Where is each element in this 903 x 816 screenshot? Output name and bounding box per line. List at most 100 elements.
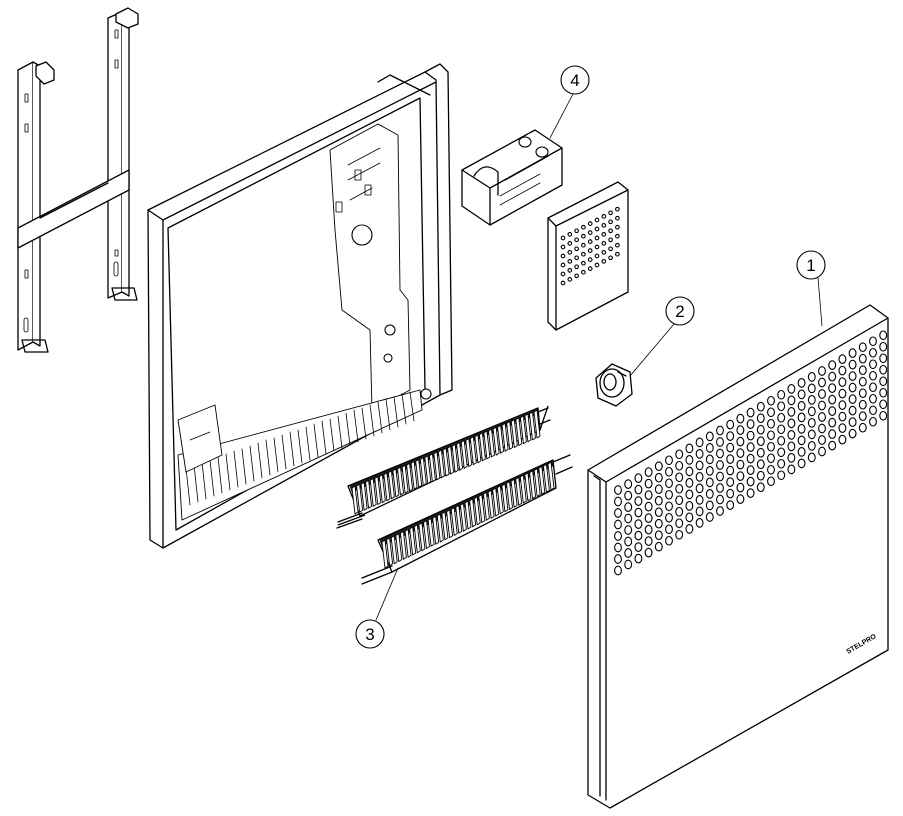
grille-hole	[797, 378, 806, 388]
fin	[465, 438, 473, 467]
grille-hole	[767, 418, 775, 429]
grille-hole	[797, 389, 806, 400]
grille-hole	[807, 406, 816, 417]
grille-hole	[746, 442, 755, 452]
grille-hole	[644, 547, 653, 558]
fin	[492, 426, 500, 456]
grille-hole	[665, 478, 673, 489]
fin	[399, 530, 407, 560]
grille-hole	[746, 407, 755, 418]
grille-hole	[685, 489, 694, 500]
fin	[529, 470, 537, 500]
rack-fins	[185, 391, 415, 506]
grille-hole	[807, 452, 816, 463]
grille-hole	[838, 423, 847, 433]
callout-2-number: 2	[675, 302, 684, 321]
plate-hole	[615, 215, 620, 221]
grille-hole	[705, 443, 714, 453]
grille-hole	[838, 365, 847, 376]
grille-hole	[777, 435, 786, 446]
fin	[401, 464, 409, 494]
thermostat-knob	[595, 363, 633, 407]
callout-1-number: 1	[806, 256, 815, 275]
fin	[519, 474, 527, 504]
grille-hole	[614, 496, 622, 507]
grille-hole	[777, 389, 786, 400]
callout-2: 2	[629, 296, 695, 377]
fin	[506, 420, 514, 450]
grille-hole	[848, 359, 857, 370]
plate-hole	[574, 264, 579, 270]
fin	[437, 449, 445, 479]
grille-hole	[614, 519, 622, 530]
grille-hole	[746, 476, 755, 487]
wall-mount-bracket	[17, 7, 139, 353]
grille-hole	[614, 508, 622, 518]
grille-hole	[838, 354, 847, 364]
plate-hole	[581, 233, 586, 239]
grille-hole	[767, 395, 775, 406]
grille-hole	[654, 484, 663, 495]
fin	[460, 439, 468, 469]
fin	[451, 443, 459, 473]
grille-hole	[705, 466, 714, 476]
grille-hole	[756, 447, 765, 458]
grille-hole	[685, 443, 694, 454]
grille-hole	[634, 530, 643, 541]
grille-hole	[756, 413, 765, 424]
plate-hole	[594, 244, 600, 250]
grille-hole	[705, 489, 714, 499]
fin	[496, 485, 504, 515]
plate-hole	[615, 206, 620, 212]
grille-hole	[695, 483, 704, 494]
plate-hole	[574, 273, 579, 279]
fin	[547, 461, 555, 491]
grille-hole	[858, 365, 867, 376]
grille-hole	[675, 472, 684, 483]
fin	[419, 457, 427, 486]
grille-hole	[665, 535, 673, 546]
fin	[432, 515, 440, 545]
fin	[409, 526, 417, 556]
grille-hole	[787, 418, 796, 429]
fin	[446, 509, 454, 539]
plate-hole	[567, 241, 573, 246]
grille-hole	[726, 419, 735, 430]
fin	[492, 487, 500, 517]
grille-hole	[767, 430, 775, 441]
grille-hole	[858, 399, 867, 410]
grille-hole	[665, 501, 673, 512]
grille-hole	[797, 435, 806, 446]
grille-hole	[695, 472, 704, 482]
fin	[515, 476, 523, 506]
grille-hole	[665, 466, 673, 477]
fin	[506, 481, 513, 510]
plate-hole	[608, 228, 613, 234]
grille-hole	[767, 453, 775, 464]
grille-hole	[828, 440, 837, 451]
fin	[386, 537, 394, 567]
front-grille-panel: STELPRO	[587, 304, 889, 809]
grille-hole	[736, 459, 745, 470]
fin	[360, 481, 368, 511]
grille-hole	[726, 477, 735, 487]
grille-hole	[736, 494, 745, 504]
plate-hole	[608, 246, 613, 252]
grille-hole	[675, 506, 684, 517]
grille-hole	[665, 524, 673, 535]
grille-hole	[675, 449, 684, 460]
grille-hole	[858, 353, 867, 364]
plate-hole	[560, 235, 566, 241]
grille-hole	[848, 405, 857, 416]
callout-1: 1	[796, 250, 826, 327]
grille-hole	[675, 529, 684, 540]
fin	[390, 535, 398, 565]
plate-hole	[601, 232, 607, 237]
grille-hole	[848, 428, 857, 439]
grille-hole	[818, 389, 826, 399]
grille-hole	[787, 430, 796, 440]
grille-hole	[858, 376, 867, 387]
grille-hole	[644, 467, 653, 477]
grille-hole	[644, 536, 653, 546]
grille-hole	[695, 518, 704, 528]
